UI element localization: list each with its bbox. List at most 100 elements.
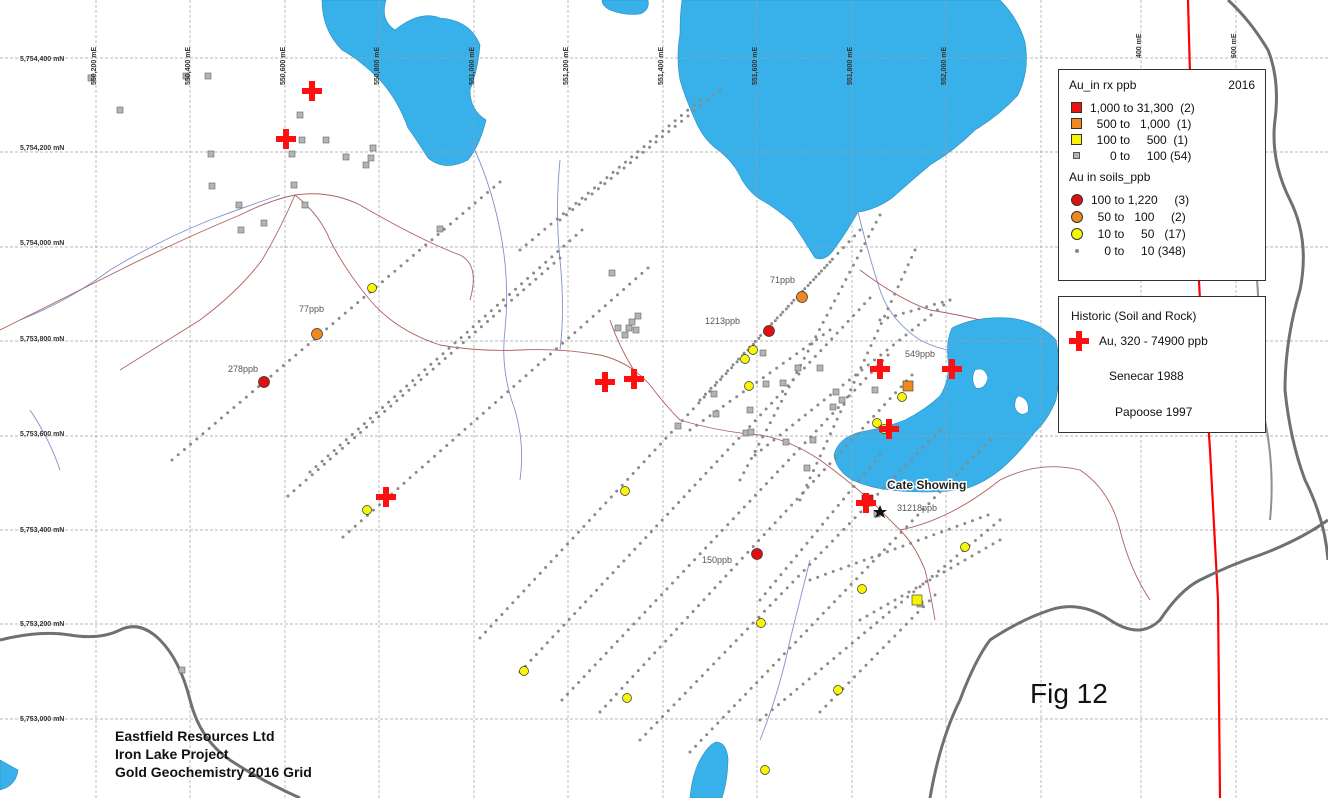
soil-sample-dot	[859, 249, 863, 253]
soil-sample-dot	[359, 519, 363, 523]
soil-sample-dot	[921, 507, 925, 511]
soil-sample-dot	[455, 346, 459, 350]
soil-sample-dot	[808, 360, 812, 364]
soil-sample-dot	[533, 577, 537, 581]
soil-sample-dot	[879, 606, 883, 610]
soil-sample-dot	[829, 306, 833, 310]
soil-sample-dot	[742, 351, 746, 355]
rock-sample-square	[625, 324, 633, 332]
soil-sample-dot	[599, 181, 603, 185]
soil-sample-dot	[775, 366, 779, 370]
soil-sample-dot	[857, 308, 861, 312]
soil-sample-dot	[817, 272, 821, 276]
soil-sample-dot	[818, 710, 822, 714]
soil-sample-dot	[331, 322, 335, 326]
soil-sample-dot	[766, 443, 770, 447]
rock-sample-square	[762, 380, 770, 388]
soil-sample-dot	[904, 333, 908, 337]
soil-sample-dot	[347, 530, 351, 534]
soil-sample-dot	[877, 409, 881, 412]
soil-sample-dot	[350, 306, 353, 310]
soil-sample-dot	[885, 348, 889, 352]
soil-sample-dot	[791, 423, 795, 427]
soil-sample-dot	[821, 522, 825, 526]
soil-sample-dot	[924, 536, 928, 540]
soil-sample-dot	[858, 228, 862, 232]
soil-sample-dot	[900, 277, 903, 281]
soil-sample-dot	[921, 582, 925, 586]
soil-sample-dot	[927, 599, 931, 603]
soil-sample-dot	[803, 287, 807, 291]
soil-anomaly-circle	[622, 693, 632, 703]
soil-sample-dot	[729, 568, 733, 572]
soil-sample-dot	[350, 432, 354, 436]
soil-sample-dot	[562, 244, 566, 248]
soil-sample-dot	[781, 361, 785, 365]
soil-sample-dot	[764, 407, 768, 411]
soil-sample-dot	[402, 481, 406, 485]
soil-sample-dot	[904, 463, 908, 467]
soil-sample-dot	[713, 586, 717, 590]
soil-sample-dot	[614, 692, 618, 696]
soil-sample-dot	[528, 282, 532, 286]
soil-sample-dot	[820, 667, 823, 671]
soil-sample-dot	[768, 371, 772, 375]
soil-sample-dot	[878, 318, 882, 322]
soil-sample-dot	[718, 88, 722, 92]
soil-sample-dot	[489, 624, 493, 628]
rock-sample-square	[288, 150, 296, 158]
soil-sample-dot	[611, 170, 615, 174]
soil-sample-dot	[692, 109, 696, 113]
soil-sample-dot	[726, 448, 730, 452]
rock-sample-square	[747, 428, 755, 436]
soil-sample-dot	[566, 542, 569, 546]
soil-sample-dot	[494, 401, 497, 404]
rock-sample-square	[298, 136, 306, 144]
soil-sample-dot	[341, 535, 345, 539]
soil-sample-dot	[822, 468, 826, 472]
legend-soil-label-3: 10 to 50 (17)	[1091, 226, 1186, 241]
soil-sample-dot	[408, 476, 412, 480]
soil-sample-dot	[244, 395, 248, 399]
soil-sample-dot	[773, 319, 777, 323]
soil-sample-dot	[801, 682, 805, 686]
soil-sample-dot	[789, 692, 793, 696]
soil-sample-dot	[220, 416, 223, 420]
soil-sample-dot	[797, 418, 801, 422]
soil-sample-dot	[757, 442, 761, 446]
soil-sample-dot	[831, 510, 835, 514]
northing-label-3: 5,754,000 mN	[20, 240, 64, 247]
soil-sample-dot	[910, 328, 914, 332]
soil-sample-dot	[912, 590, 916, 594]
soil-sample-dot	[582, 524, 586, 528]
soil-sample-dot	[842, 497, 845, 501]
value-label-150ppb: 150ppb	[702, 555, 732, 565]
value-label-77ppb: 77ppb	[299, 304, 324, 314]
northing-label-2: 5,754,200 mN	[20, 145, 64, 152]
soil-sample-dot	[765, 428, 768, 432]
soil-sample-dot	[201, 432, 205, 436]
soil-sample-dot	[688, 750, 692, 754]
soil-sample-dot	[772, 438, 776, 442]
easting-label-12: 600 mE	[1231, 33, 1238, 58]
soil-sample-dot	[621, 634, 625, 638]
showing-star-icon	[873, 505, 887, 518]
soil-sample-dot	[839, 567, 843, 571]
soil-sample-dot	[785, 428, 788, 432]
soil-sample-dot	[874, 220, 878, 224]
soil-sample-dot	[768, 527, 772, 531]
soil-sample-dot	[805, 629, 809, 633]
soil-sample-dot	[506, 390, 510, 394]
soil-sample-dot	[598, 710, 602, 714]
soil-sample-dot	[418, 248, 421, 252]
soil-sample-dot	[824, 572, 827, 576]
soil-sample-dot	[866, 351, 870, 355]
soil-sample-dot	[824, 343, 828, 347]
soil-anomaly-circle	[833, 685, 843, 695]
soil-sample-dot	[556, 629, 560, 633]
soil-sample-dot	[340, 446, 344, 450]
soil-sample-dot	[371, 420, 375, 424]
soil-sample-dot	[893, 605, 897, 609]
soil-sample-dot	[879, 353, 883, 357]
soil-sample-dot	[609, 495, 613, 499]
